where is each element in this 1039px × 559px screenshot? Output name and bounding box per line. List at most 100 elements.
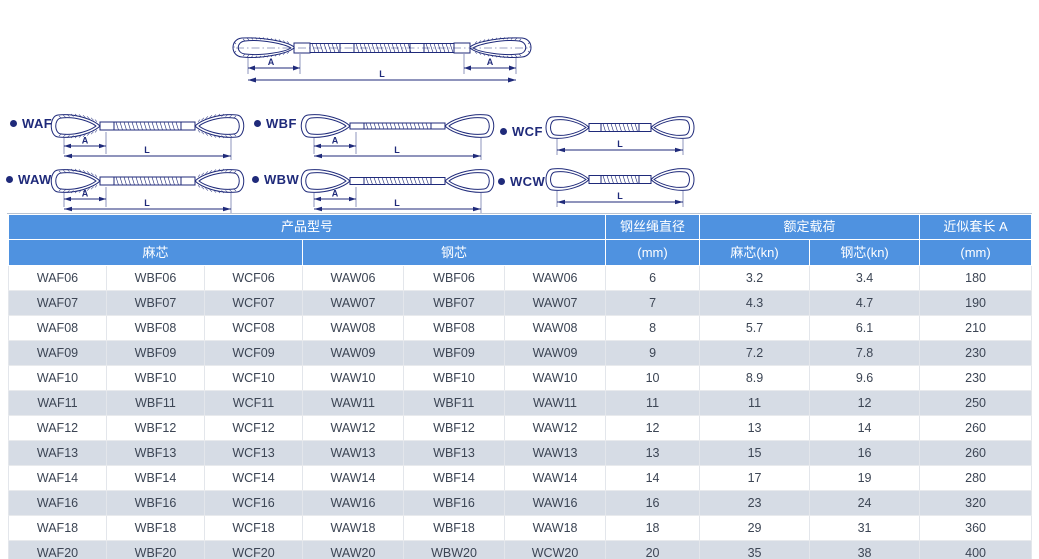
table-cell: WAW10	[503, 365, 607, 391]
diagram-label-waw: WAW	[6, 172, 52, 187]
table-cell: WAW16	[503, 490, 607, 516]
table-cell: 23	[699, 490, 811, 516]
table-cell: WAW11	[503, 390, 607, 416]
table-cell: WBF18	[106, 515, 205, 541]
header-sleeve-length: 近似套长 A	[919, 214, 1033, 240]
table-cell: 12	[605, 415, 701, 441]
table-cell: WAF08	[8, 315, 107, 341]
table-cell: WBF09	[403, 340, 505, 366]
table-cell: WCF10	[204, 365, 303, 391]
specification-table-wrapper: 产品型号 钢丝绳直径 额定载荷 近似套长 A 麻芯 钢芯 (mm) 麻芯(kn)…	[7, 213, 1033, 559]
table-cell: 210	[919, 315, 1033, 341]
svg-text:L: L	[144, 198, 150, 208]
table-cell: WAW10	[302, 365, 404, 391]
table-cell: WBF07	[106, 290, 205, 316]
diagram-label-wcf: WCF	[500, 124, 543, 139]
table-cell: 31	[809, 515, 921, 541]
table-cell: WAF16	[8, 490, 107, 516]
table-cell: WCF16	[204, 490, 303, 516]
svg-text:A: A	[82, 136, 89, 146]
table-cell: 7.2	[699, 340, 811, 366]
header-row-2: 麻芯 钢芯 (mm) 麻芯(kn) 钢芯(kn) (mm)	[8, 239, 1033, 266]
table-cell: WBW20	[403, 540, 505, 559]
table-cell: WAW08	[503, 315, 607, 341]
table-cell: WAW13	[503, 440, 607, 466]
table-cell: WCF13	[204, 440, 303, 466]
table-cell: WAW06	[302, 265, 404, 291]
svg-text:A: A	[268, 57, 275, 67]
header-rope-diameter: 钢丝绳直径	[605, 214, 701, 240]
table-cell: WBF16	[106, 490, 205, 516]
table-cell: WAF13	[8, 440, 107, 466]
diagram-wbw: A L	[300, 163, 495, 220]
table-cell: 10	[605, 365, 701, 391]
table-cell: WBF06	[106, 265, 205, 291]
table-cell: 260	[919, 415, 1033, 441]
table-cell: 9.6	[809, 365, 921, 391]
header-row-1: 产品型号 钢丝绳直径 额定载荷 近似套长 A	[7, 214, 1033, 240]
header-sleeve-length-unit: (mm)	[919, 239, 1033, 266]
header-hemp-core: 麻芯	[8, 239, 303, 266]
svg-text:A: A	[487, 57, 494, 67]
table-cell: 250	[919, 390, 1033, 416]
table-cell: 230	[919, 340, 1033, 366]
table-cell: 38	[809, 540, 921, 559]
table-cell: WCF09	[204, 340, 303, 366]
svg-text:L: L	[379, 69, 385, 79]
table-cell: WAW06	[503, 265, 607, 291]
table-cell: 6.1	[809, 315, 921, 341]
table-cell: 19	[809, 465, 921, 491]
table-cell: 16	[809, 440, 921, 466]
table-cell: WBF16	[403, 490, 505, 516]
table-cell: WCF18	[204, 515, 303, 541]
table-cell: 4.7	[809, 290, 921, 316]
header-rated-load: 额定载荷	[699, 214, 921, 240]
table-cell: WAF06	[8, 265, 107, 291]
table-cell: 260	[919, 440, 1033, 466]
table-cell: 12	[809, 390, 921, 416]
table-cell: 24	[809, 490, 921, 516]
table-cell: WAF11	[8, 390, 107, 416]
table-cell: 16	[605, 490, 701, 516]
table-cell: WAW13	[302, 440, 404, 466]
table-cell: WAW14	[503, 465, 607, 491]
table-cell: 6	[605, 265, 701, 291]
table-cell: WCF08	[204, 315, 303, 341]
table-cell: 7	[605, 290, 701, 316]
table-cell: 35	[699, 540, 811, 559]
table-cell: 400	[919, 540, 1033, 559]
table-cell: WCF11	[204, 390, 303, 416]
diagram-label-text: WBW	[264, 172, 300, 187]
top-sling-diagram: A A L	[232, 6, 532, 91]
table-cell: WAW07	[503, 290, 607, 316]
table-cell: WCF12	[204, 415, 303, 441]
table-cell: 9	[605, 340, 701, 366]
table-cell: 190	[919, 290, 1033, 316]
table-cell: WBF11	[106, 390, 205, 416]
svg-text:L: L	[394, 145, 400, 155]
table-cell: 7.8	[809, 340, 921, 366]
table-cell: 13	[605, 440, 701, 466]
table-cell: 230	[919, 365, 1033, 391]
table-cell: WBF13	[403, 440, 505, 466]
table-cell: WAF09	[8, 340, 107, 366]
bullet-icon	[6, 176, 13, 184]
table-cell: 280	[919, 465, 1033, 491]
diagram-label-text: WAW	[18, 172, 52, 187]
table-cell: WAW07	[302, 290, 404, 316]
table-head: 产品型号 钢丝绳直径 额定载荷 近似套长 A 麻芯 钢芯 (mm) 麻芯(kn)…	[7, 214, 1033, 266]
table-cell: WBF10	[106, 365, 205, 391]
diagram-label-wbf: WBF	[254, 116, 297, 131]
table-cell: WAW08	[302, 315, 404, 341]
table-cell: 13	[699, 415, 811, 441]
table-cell: WBF11	[403, 390, 505, 416]
bullet-icon	[498, 178, 505, 186]
diagram-label-text: WAF	[22, 116, 53, 131]
